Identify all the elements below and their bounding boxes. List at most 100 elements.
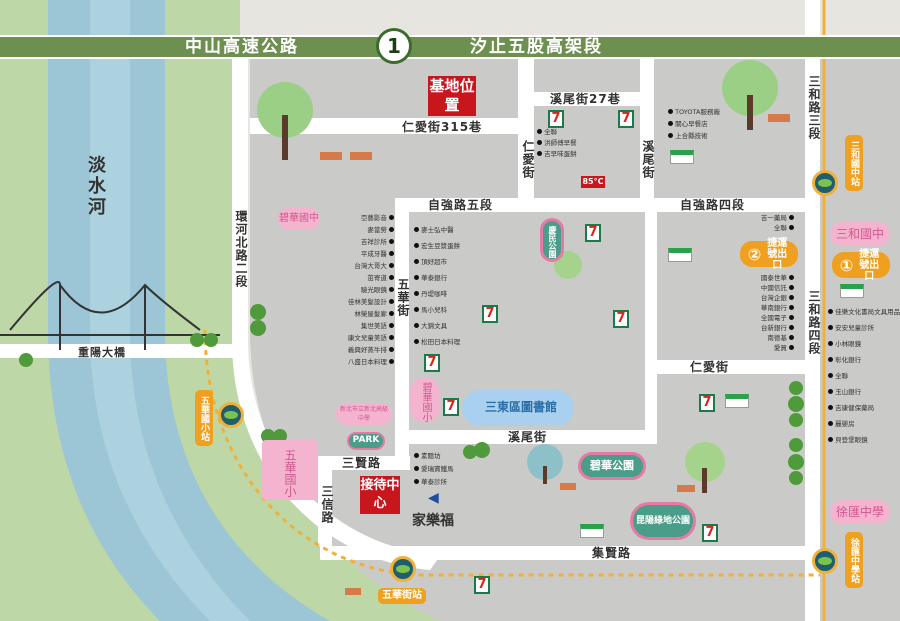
street-huanhe: 環河北路二段 — [234, 210, 248, 288]
poi-dot-icon — [414, 339, 419, 344]
poi-dot-icon — [389, 215, 394, 220]
poi-item: 玉山銀行 — [828, 388, 892, 396]
poi-label: 南德基 — [767, 334, 789, 342]
poi-item: 中國信託 — [730, 284, 794, 292]
poi-dot-icon — [414, 259, 419, 264]
street-renai-315: 仁愛街315巷 — [402, 120, 483, 134]
poi-label: 茁寄道 — [367, 274, 389, 282]
poi-item: 麥當勞 — [330, 226, 394, 234]
poi-label: TOYOTA服務廠 — [673, 108, 720, 116]
street-ziqiang-5: 自強路五段 — [428, 198, 494, 212]
street-xiwei-27: 溪尾街27巷 — [550, 92, 621, 106]
poi-item: 吉早味蛋餅 — [537, 150, 601, 158]
school-bihua-jh: 碧華國中 — [278, 208, 320, 230]
poi-dot-icon — [414, 453, 419, 458]
poi-label: 彰化銀行 — [833, 356, 862, 364]
park-north: 慶民公園 — [540, 218, 564, 262]
poi-item: 華泰診所 — [414, 478, 478, 486]
poi-dot-icon — [789, 225, 794, 230]
poi-label: 貝登堡眼鏡 — [833, 436, 868, 444]
seven-eleven-icon: 7 — [618, 110, 634, 128]
poi-label: 吉祥診所 — [360, 238, 389, 246]
poi-label: 上合縣技術 — [673, 132, 708, 140]
poi-dot-icon — [414, 323, 419, 328]
poi-dot-icon — [389, 347, 394, 352]
poi-dot-icon — [389, 287, 394, 292]
poi-label: 台灣大哥大 — [354, 262, 389, 270]
poi-label: 康文兒童美語 — [347, 334, 389, 342]
mrt-station-icon[interactable] — [812, 548, 838, 574]
poi-item: 國泰世華 — [730, 274, 794, 282]
bridge — [0, 281, 220, 350]
street-wuhua: 五華街 — [396, 278, 410, 317]
street-jixian: 集賢路 — [592, 546, 632, 560]
street-xiwei-vertical: 溪尾街 — [641, 140, 655, 179]
poi-dot-icon — [789, 215, 794, 220]
seven-eleven-icon: 7 — [424, 354, 440, 372]
mrt-station-icon[interactable] — [218, 402, 244, 428]
parking-lot[interactable]: PARK — [347, 432, 385, 450]
street-sanhe-4: 三和路四段 — [807, 290, 821, 355]
poi-dot-icon — [828, 437, 833, 442]
poi-dot-icon — [668, 121, 673, 126]
poi-dot-icon — [789, 345, 794, 350]
poi-label: 義興好蒸牛排 — [347, 346, 389, 354]
poi-item: 全聯 — [537, 128, 601, 136]
site-marker[interactable]: 基地位置 — [428, 76, 476, 116]
benches — [320, 114, 790, 595]
poi-dot-icon — [789, 285, 794, 290]
poi-dot-icon — [389, 311, 394, 316]
highway-banner: 中山高速公路 汐止五股高架段 — [0, 35, 900, 59]
poi-item: 丹堤咖啡 — [414, 290, 478, 298]
poi-dot-icon — [389, 227, 394, 232]
poi-item: 全國電子 — [730, 314, 794, 322]
poi-item: 台灣大哥大 — [330, 262, 394, 270]
poi-dot-icon — [668, 109, 673, 114]
poi-label: 全聯 — [833, 372, 849, 380]
poi-item: 台新銀行 — [730, 324, 794, 332]
poi-item: 林榮屋髮廊 — [330, 310, 394, 318]
poi-item: 吉一藥局 — [730, 214, 794, 222]
poi-dot-icon — [828, 357, 833, 362]
school-sanhe-jh: 三和國中 — [830, 222, 890, 246]
library-label: 三東區圖書館 — [484, 400, 557, 414]
poi-dot-icon — [828, 325, 833, 330]
poi-label: 宏生豆漿蛋餅 — [419, 242, 461, 250]
poi-dot-icon — [537, 151, 542, 156]
mrt-station-icon[interactable] — [812, 170, 838, 196]
school-bihua-es: 碧華國小 — [410, 378, 440, 422]
school-wuhua-es: 五華國小 — [262, 440, 318, 500]
poi-item: 茁寄道 — [330, 274, 394, 282]
street-ziqiang-4: 自強路四段 — [680, 198, 746, 212]
mrt-station-icon[interactable] — [390, 556, 416, 582]
poi-dot-icon — [414, 291, 419, 296]
station-xuhui-label: 徐匯中學站 — [845, 532, 863, 588]
reception-center-marker[interactable]: 接待中心 — [360, 476, 400, 514]
poi-label: 愛買 — [773, 344, 789, 352]
poi-item: 大錦文具 — [414, 322, 478, 330]
poi-dot-icon — [828, 389, 833, 394]
poi-item: 亞藝影音 — [330, 214, 394, 222]
carrefour-label: 家樂福 — [412, 513, 454, 529]
poi-item: 關心早餐店 — [668, 120, 732, 128]
poi-label: 林榮屋髮廊 — [354, 310, 389, 318]
poi-item: 南德基 — [730, 334, 794, 342]
poi-dot-icon — [389, 239, 394, 244]
highway-right-label: 汐止五股高架段 — [470, 37, 603, 57]
poi-dot-icon — [668, 133, 673, 138]
poi-dot-icon — [828, 405, 833, 410]
poi-dot-icon — [389, 359, 394, 364]
poi-dot-icon — [537, 129, 542, 134]
poi-item: 貝登堡眼鏡 — [828, 436, 892, 444]
poi-label: 小林眼鏡 — [833, 340, 862, 348]
poi-label: 平成牙醫 — [360, 250, 389, 258]
poi-dot-icon — [828, 373, 833, 378]
poi-label: 驗光眼鏡 — [360, 286, 389, 294]
river-highlight — [90, 0, 250, 621]
station-wuhua-es-label: 五華國小站 — [195, 390, 213, 446]
poi-dot-icon — [828, 341, 833, 346]
park-bihua: 碧華公園 — [578, 452, 646, 480]
poi-item: 愛買 — [730, 344, 794, 352]
exit-1-badge: ① 捷運號出口 — [832, 249, 890, 282]
exit-1-number: ① — [839, 255, 854, 275]
